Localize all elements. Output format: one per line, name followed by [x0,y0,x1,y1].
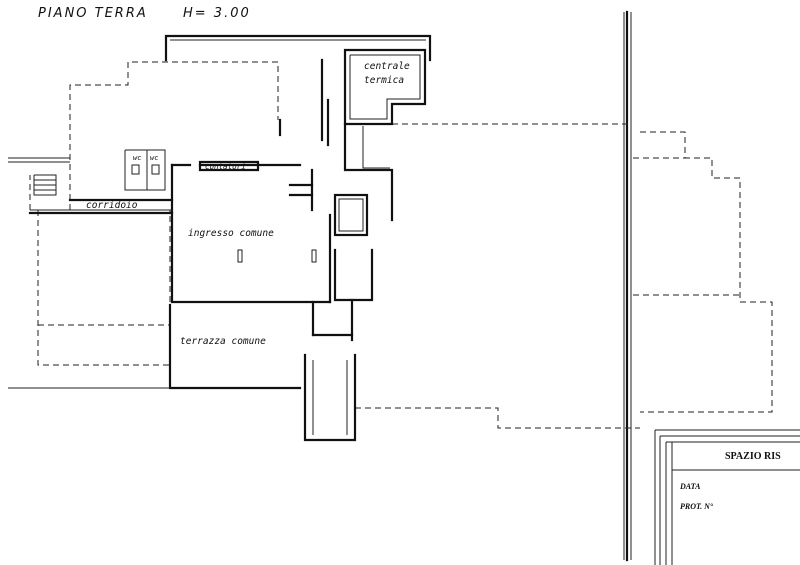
room-labels: centrale termica wc wc contatori corrido… [86,61,410,347]
building-walls [8,34,432,442]
label-centrale-termica-2: termica [364,75,404,86]
label-centrale-termica-1: centrale [364,61,410,72]
label-corridoio: corridoio [86,200,138,211]
label-ingresso-comune: ingresso comune [188,228,274,239]
label-contatori: contatori [205,162,246,171]
label-wc-2: wc [150,154,158,162]
dashed-boundaries [29,61,773,429]
title-block-prot-label: PROT. N° [680,502,714,511]
title-block-header: SPAZIO RIS [725,451,781,462]
label-wc-1: wc [133,154,141,162]
plan-height-label: H= 3.00 [183,6,251,21]
sheet-border [623,10,632,562]
plan-title: PIANO TERRA [38,6,148,21]
label-terrazza-comune: terrazza comune [180,336,266,347]
title-block-data-label: DATA [679,482,701,491]
title-block: SPAZIO RIS DATA PROT. N° [654,429,800,565]
